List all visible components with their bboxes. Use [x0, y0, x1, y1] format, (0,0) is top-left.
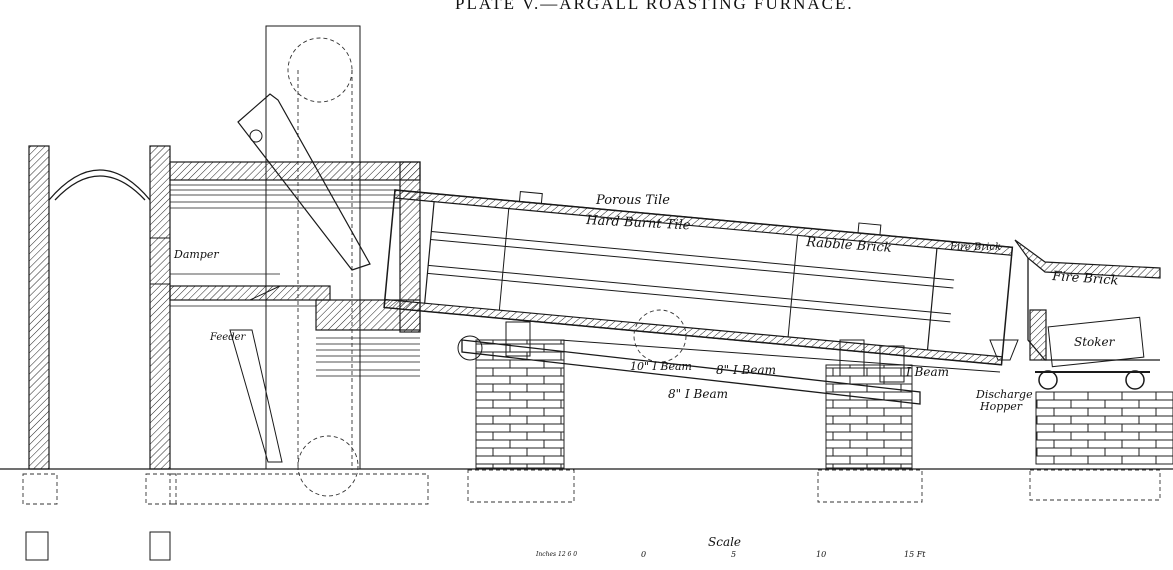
plate-title: PLATE V.—ARGALL ROASTING FURNACE. [455, 0, 854, 13]
scale-tick-0: 0 [641, 550, 646, 559]
label-8in-beam-upper: 8" I Beam [716, 363, 776, 377]
label-rabble-brick: Rabble Brick [805, 235, 893, 256]
label-hopper: Hopper [979, 400, 1023, 413]
scale-bar: Scale Inches 12 6 0 0 5 10 15 Ft [535, 535, 926, 559]
supports [457, 309, 1173, 503]
label-porous-tile: Porous Tile [595, 193, 670, 208]
label-i-beam: I Beam [905, 365, 949, 379]
label-discharge: Discharge [975, 388, 1033, 401]
label-hard-burnt-tile: Hard Burnt Tile [585, 213, 691, 234]
firebox [989, 239, 1161, 390]
scale-inches: Inches 12 6 0 [535, 551, 577, 558]
scale-tick-15: 15 Ft [904, 550, 926, 559]
label-8in-beam-lower: 8" I Beam [668, 387, 728, 401]
scale-title: Scale [708, 535, 741, 549]
label-10in-beam: 10" I Beam [630, 360, 692, 373]
scale-tick-5: 5 [731, 550, 736, 559]
label-damper: Damper [173, 248, 219, 261]
label-fire-brick-upper: Fire Brick [949, 242, 1001, 253]
label-feeder: Feeder [209, 332, 247, 343]
label-stoker: Stoker [1074, 335, 1116, 349]
roasting-cylinder [383, 189, 1014, 366]
scale-tick-10: 10 [816, 550, 826, 559]
label-fire-brick-end: Fire Brick [1051, 269, 1119, 289]
annotations: Porous Tile Hard Burnt Tile Rabble Brick… [173, 193, 1119, 413]
left-flue-structure [22, 25, 429, 561]
